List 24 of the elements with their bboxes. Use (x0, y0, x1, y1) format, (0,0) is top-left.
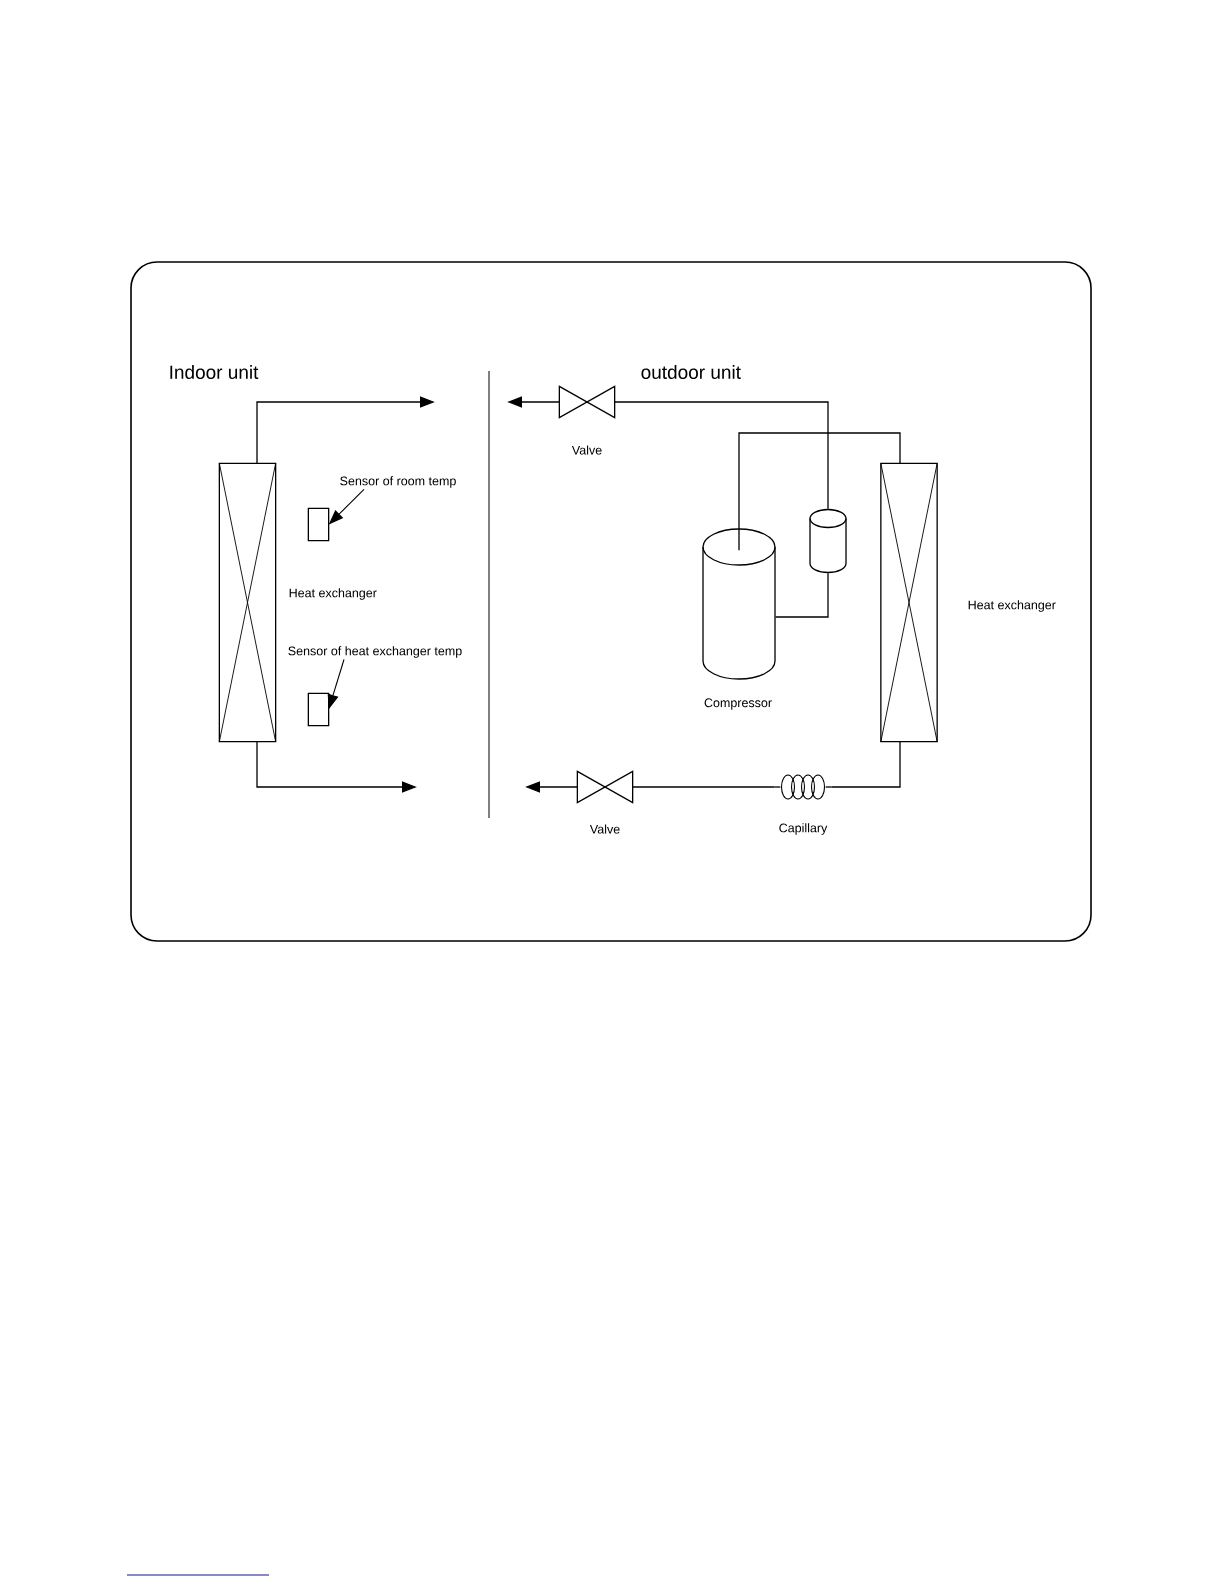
coil-symbol (773, 774, 833, 800)
valve-symbol (576, 770, 634, 804)
component-label: Valve (589, 824, 620, 834)
component-label: Compressor (704, 698, 772, 710)
tank-drawing (809, 508, 847, 574)
sensor-label: Sensor of heat exchanger temp (288, 646, 462, 658)
heat-exchanger (218, 462, 277, 743)
component-label: Capillary (779, 823, 828, 835)
pipe-line (831, 741, 901, 788)
component-label: Heat exchanger (968, 600, 1056, 612)
compressor-drawing (702, 528, 776, 680)
unit-heading: Indoor unit (170, 365, 259, 379)
sensor-label: Sensor of room temp (340, 476, 456, 488)
pipe-line (775, 572, 829, 618)
unit-heading: outdoor unit (641, 365, 741, 379)
component-label: Heat exchanger (289, 588, 377, 600)
valve-symbol (558, 385, 616, 419)
heat-exchanger (880, 462, 938, 743)
sensor-box (307, 507, 330, 542)
pipe-line (738, 432, 901, 551)
pipe-line (614, 401, 829, 510)
pipe-line (632, 786, 775, 788)
sensor-box (307, 692, 330, 727)
component-label: Valve (571, 445, 602, 455)
